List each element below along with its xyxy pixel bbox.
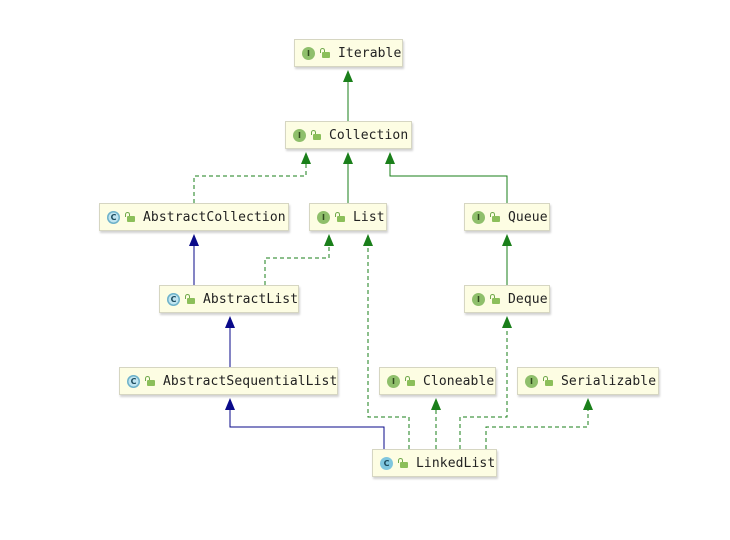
node-iterable[interactable]: I Iterable	[294, 39, 403, 67]
node-label: Cloneable	[423, 373, 495, 389]
interface-icon: I	[387, 374, 400, 388]
edge-abstractlist-list	[264, 234, 334, 285]
interface-icon: I	[525, 374, 538, 388]
interface-icon: I	[293, 128, 306, 142]
lock-icon	[311, 130, 321, 140]
node-label: Serializable	[561, 373, 657, 389]
node-label: AbstractList	[203, 291, 299, 307]
node-collection[interactable]: I Collection	[285, 121, 412, 149]
node-label: Queue	[508, 209, 548, 225]
lock-icon	[398, 458, 408, 468]
node-cloneable[interactable]: I Cloneable	[379, 367, 496, 395]
lock-icon	[405, 376, 415, 386]
node-label: Collection	[329, 127, 409, 143]
node-list[interactable]: I List	[309, 203, 387, 231]
node-linked-list[interactable]: C LinkedList	[372, 449, 497, 477]
node-label: Deque	[508, 291, 548, 307]
edge-linkedlist-deque	[459, 316, 512, 449]
edge-linkedlist-list	[363, 234, 410, 449]
lock-icon	[543, 376, 553, 386]
interface-icon: I	[302, 46, 315, 60]
node-abstract-sequential-list[interactable]: C AbstractSequentialList	[119, 367, 338, 395]
interface-icon: I	[317, 210, 330, 224]
interface-icon: I	[472, 292, 485, 306]
lock-icon	[335, 212, 345, 222]
lock-icon	[145, 376, 155, 386]
interface-icon: I	[472, 210, 485, 224]
edge-abstractsequentiallist-abstractlist	[225, 316, 235, 367]
node-queue[interactable]: I Queue	[464, 203, 550, 231]
node-serializable[interactable]: I Serializable	[517, 367, 659, 395]
node-label: Iterable	[338, 45, 402, 61]
abstract-class-icon: C	[167, 292, 180, 306]
node-label: AbstractCollection	[143, 209, 286, 225]
lock-icon	[490, 212, 500, 222]
node-deque[interactable]: I Deque	[464, 285, 550, 313]
lock-icon	[125, 212, 135, 222]
edge-linkedlist-abstractsequentiallist	[225, 398, 385, 449]
edge-abstractcollection-collection	[193, 152, 311, 203]
node-label: List	[353, 209, 385, 225]
lock-icon	[185, 294, 195, 304]
node-label: AbstractSequentialList	[163, 373, 338, 389]
edge-collection-iterable	[343, 70, 353, 121]
class-icon: C	[380, 456, 393, 470]
edge-queue-collection	[385, 152, 508, 203]
edge-linkedlist-serializable	[485, 398, 593, 449]
abstract-class-icon: C	[127, 374, 140, 388]
abstract-class-icon: C	[107, 210, 120, 224]
lock-icon	[320, 48, 330, 58]
node-abstract-list[interactable]: C AbstractList	[159, 285, 299, 313]
edge-list-collection	[343, 152, 353, 203]
node-label: LinkedList	[416, 455, 496, 471]
edge-linkedlist-cloneable	[431, 398, 441, 449]
edge-abstractlist-abstractcollection	[189, 234, 199, 285]
node-abstract-collection[interactable]: C AbstractCollection	[99, 203, 289, 231]
edge-deque-queue	[502, 234, 512, 285]
lock-icon	[490, 294, 500, 304]
